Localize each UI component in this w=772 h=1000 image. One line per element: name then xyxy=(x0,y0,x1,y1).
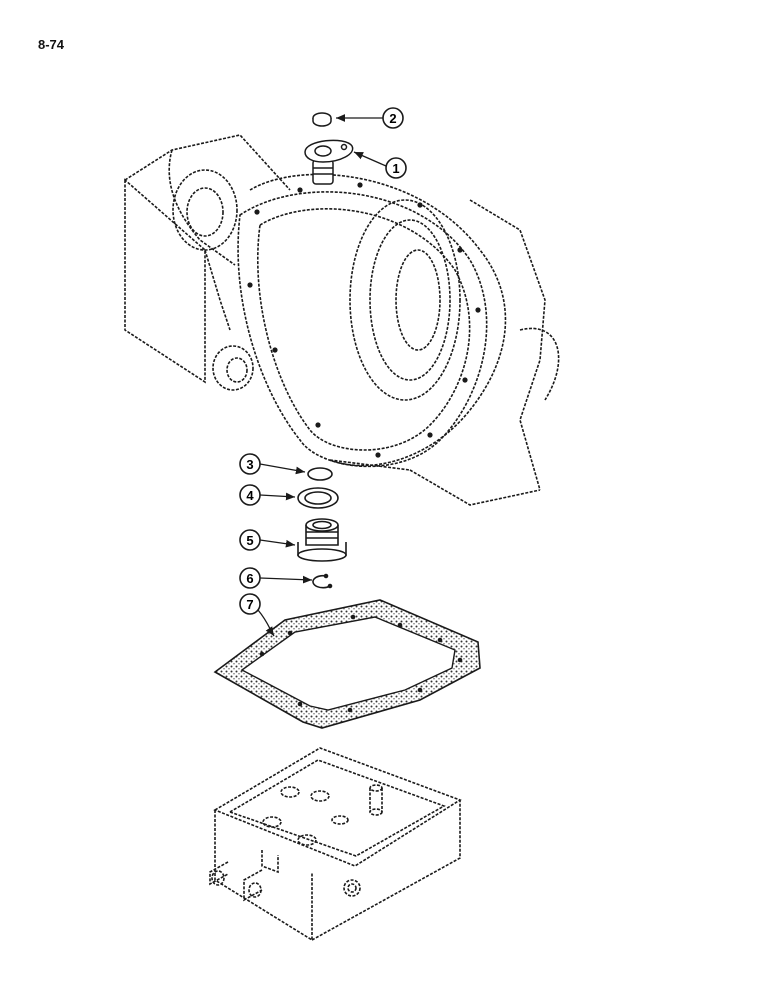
part-washer xyxy=(297,487,339,509)
callout-7: 7 xyxy=(239,593,275,637)
callout-4: 4 xyxy=(239,484,296,506)
part-gasket xyxy=(213,599,481,729)
callout-5: 5 xyxy=(239,529,296,551)
callout-2-label: 2 xyxy=(389,111,396,126)
part-fitting xyxy=(304,139,354,185)
callout-3-label: 3 xyxy=(246,457,253,472)
part-o-ring xyxy=(307,467,333,481)
housing xyxy=(124,134,560,506)
part-cap xyxy=(312,112,332,127)
callout-5-label: 5 xyxy=(246,533,253,548)
part-plug xyxy=(297,518,347,562)
housing-bolt-holes xyxy=(247,182,481,458)
callout-4-label: 4 xyxy=(246,488,254,503)
part-snap-ring xyxy=(312,573,333,589)
page-number: 8-74 xyxy=(38,37,65,52)
callout-2: 2 xyxy=(336,107,404,129)
callout-1-label: 1 xyxy=(392,161,399,176)
callout-6-label: 6 xyxy=(246,571,253,586)
callout-1: 1 xyxy=(353,151,407,179)
callout-7-label: 7 xyxy=(246,597,253,612)
valve-body xyxy=(209,747,462,942)
callout-3: 3 xyxy=(239,453,306,475)
callout-6: 6 xyxy=(239,567,313,589)
